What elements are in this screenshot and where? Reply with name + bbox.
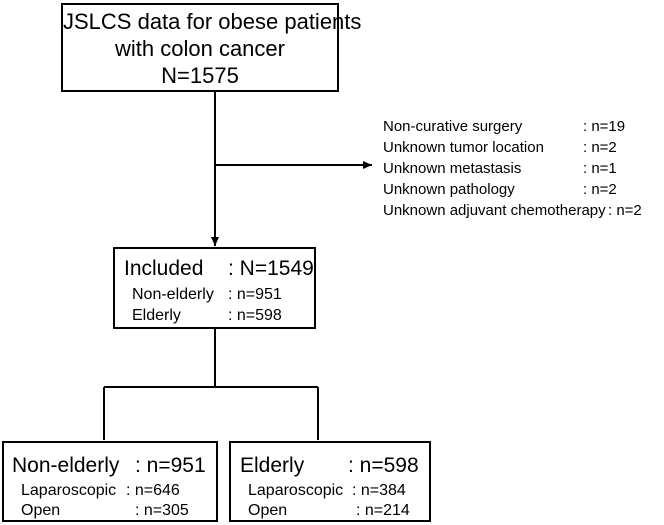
exclusion-value: : n=2	[583, 139, 617, 156]
elderly-row-label: Laparoscopic	[248, 482, 344, 499]
included-total: : N=1549	[228, 257, 314, 280]
included-box: Included : N=1549 Non-elderly : n=951 El…	[113, 247, 316, 329]
included-row-value: : n=951	[228, 286, 282, 303]
elderly-row-value: : n=384	[352, 482, 406, 499]
elderly-row-value: : n=214	[356, 502, 410, 519]
source-data-box: JSLCS data for obese patients with colon…	[61, 3, 362, 92]
non-elderly-total: : n=951	[135, 454, 206, 477]
source-data-line-1: JSLCS data for obese patients	[63, 9, 362, 34]
exclusion-value: : n=19	[583, 118, 626, 135]
included-row-label: Elderly	[132, 307, 181, 324]
included-title: Included	[124, 257, 204, 280]
exclusion-value: : n=2	[583, 181, 617, 198]
exclusion-value: : n=1	[583, 160, 617, 177]
exclusion-value: : n=2	[608, 202, 642, 219]
exclusion-label: Unknown tumor location	[383, 139, 544, 156]
elderly-box: Elderly : n=598 Laparoscopic : n=384 Ope…	[229, 441, 431, 522]
non-elderly-row-value: : n=646	[126, 482, 180, 499]
source-data-line-2: with colon cancer	[115, 36, 285, 61]
elderly-title: Elderly	[240, 454, 305, 477]
non-elderly-box: Non-elderly : n=951 Laparoscopic : n=646…	[2, 441, 218, 522]
exclusion-label: Unknown metastasis	[383, 160, 522, 177]
non-elderly-title: Non-elderly	[12, 454, 120, 477]
included-row-label: Non-elderly	[132, 286, 214, 303]
included-row-value: : n=598	[228, 307, 282, 324]
non-elderly-row-value: : n=305	[135, 502, 189, 519]
elderly-total: : n=598	[348, 454, 419, 477]
non-elderly-row-label: Laparoscopic	[21, 482, 117, 499]
non-elderly-row-label: Open	[21, 502, 61, 519]
exclusion-label: Non-curative surgery	[383, 118, 523, 135]
source-data-total: N=1575	[161, 63, 239, 88]
exclusion-label: Unknown adjuvant chemotherapy	[383, 202, 606, 219]
elderly-row-label: Open	[248, 502, 288, 519]
exclusion-label: Unknown pathology	[383, 181, 515, 198]
